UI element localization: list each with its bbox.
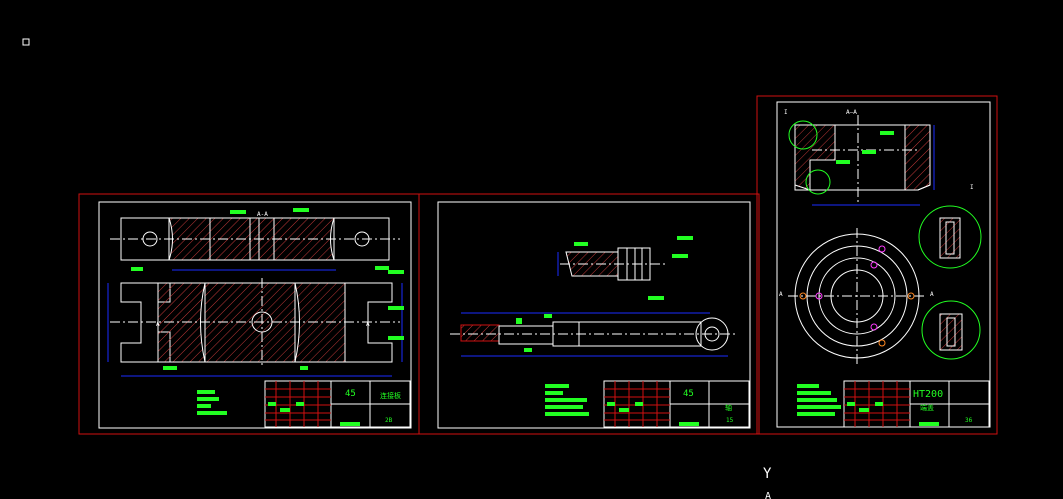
section-title: A—A bbox=[846, 109, 857, 116]
pickbox-cursor bbox=[22, 38, 30, 46]
detail-view-circle-lower[interactable] bbox=[921, 300, 981, 360]
shaft-end-detail[interactable] bbox=[557, 236, 693, 300]
material-label: 45 bbox=[345, 389, 356, 399]
ucs-y-label: Y bbox=[763, 466, 772, 482]
view-mark-i-top: I bbox=[784, 109, 788, 116]
drawing-number-label: 15 bbox=[726, 417, 734, 424]
drawing-sheet-1[interactable]: A-A A A bbox=[78, 193, 420, 435]
end-cover-section-view[interactable]: A—A I I bbox=[784, 109, 974, 206]
technical-notes-1 bbox=[197, 390, 227, 415]
sheet-3-border bbox=[756, 95, 998, 435]
technical-notes-3 bbox=[797, 384, 841, 416]
sheet-2-frame bbox=[437, 201, 751, 429]
title-block-3: HT200 端盖 36 bbox=[843, 380, 990, 428]
title-block-1: 45 连接板 2B bbox=[264, 380, 411, 428]
view-mark-a-right: A bbox=[930, 291, 934, 298]
connecting-plate-section-view[interactable]: A A bbox=[107, 270, 404, 377]
section-mark-top: A-A bbox=[257, 211, 268, 218]
title-block-2: 45 轴 15 bbox=[603, 380, 750, 428]
section-mark-right: A bbox=[366, 321, 370, 328]
detail-view-circle-upper[interactable] bbox=[918, 205, 982, 269]
connecting-plate-top-view[interactable]: A-A bbox=[110, 208, 400, 271]
material-label: HT200 bbox=[913, 389, 943, 400]
technical-notes-2 bbox=[545, 384, 589, 416]
sheet-2-border bbox=[418, 193, 760, 435]
section-mark-left: A bbox=[156, 321, 160, 328]
drawing-sheet-2[interactable]: 45 轴 15 bbox=[418, 193, 760, 435]
drawing-number-label: 2B bbox=[385, 417, 393, 424]
drawing-number-label: 36 bbox=[965, 417, 973, 424]
ucs-axis-letter: A bbox=[765, 491, 771, 499]
drawing-sheet-3[interactable]: A—A I I A A bbox=[756, 95, 998, 435]
material-label: 45 bbox=[683, 389, 694, 399]
sheet-1-frame bbox=[98, 201, 412, 429]
view-mark-a-left: A bbox=[779, 291, 783, 298]
ucs-icon: Y A bbox=[763, 466, 772, 499]
part-name-label: 轴 bbox=[725, 403, 732, 412]
shaft-main-view[interactable] bbox=[450, 312, 735, 357]
view-mark-i-right: I bbox=[970, 184, 974, 191]
end-cover-plan-view[interactable]: A A bbox=[779, 228, 934, 364]
part-name-label: 端盖 bbox=[920, 403, 934, 412]
part-name-label: 连接板 bbox=[380, 391, 401, 400]
